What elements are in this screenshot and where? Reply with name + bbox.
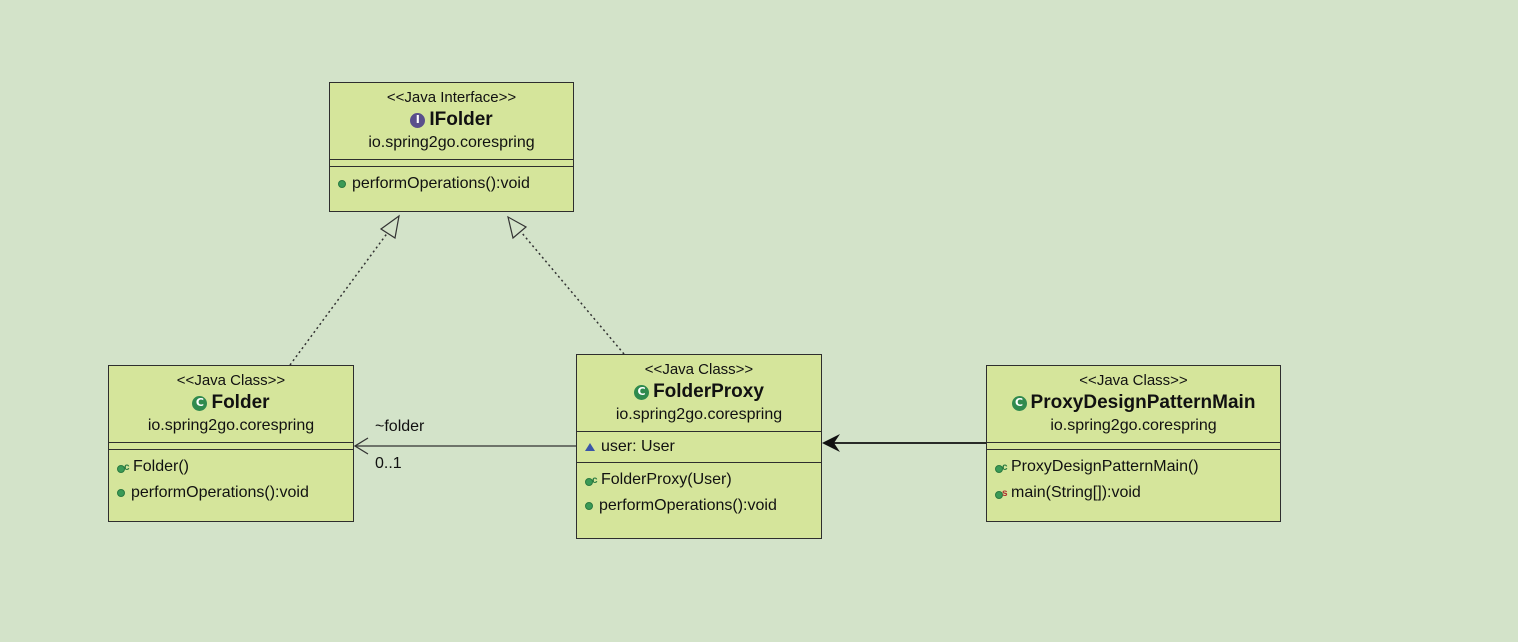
class-icon: C bbox=[192, 395, 208, 411]
public-method-icon bbox=[585, 502, 593, 510]
realization-folder-to-ifolder bbox=[289, 223, 395, 366]
method-item[interactable]: c Folder() bbox=[117, 454, 347, 480]
class-name: Folder bbox=[211, 392, 270, 413]
methods-section: performOperations():void bbox=[330, 167, 573, 202]
field-label: user: User bbox=[601, 438, 675, 455]
package-label: io.spring2go.corespring bbox=[615, 406, 783, 423]
constructor-icon: c bbox=[117, 460, 131, 474]
package-label: io.spring2go.corespring bbox=[1050, 417, 1217, 434]
method-label: performOperations():void bbox=[352, 175, 530, 192]
association-arrowhead bbox=[353, 437, 369, 455]
method-label: performOperations():void bbox=[131, 484, 309, 501]
field-item[interactable]: user: User bbox=[585, 434, 815, 460]
package-field-icon bbox=[585, 443, 595, 451]
static-method-icon: s bbox=[995, 486, 1009, 500]
methods-section: c ProxyDesignPatternMain() s main(String… bbox=[987, 450, 1280, 511]
method-item[interactable]: performOperations():void bbox=[585, 493, 815, 519]
stereotype-label: <<Java Class>> bbox=[644, 361, 754, 378]
dependency-arrowhead bbox=[822, 434, 840, 452]
method-label: main(String[]):void bbox=[1011, 484, 1141, 501]
constructor-icon: c bbox=[995, 460, 1009, 474]
stereotype-label: <<Java Interface>> bbox=[386, 89, 517, 106]
constructor-icon: c bbox=[585, 473, 599, 487]
uml-class-folder[interactable]: <<Java Class>> C Folder io.spring2go.cor… bbox=[108, 365, 354, 522]
method-item[interactable]: performOperations():void bbox=[338, 171, 567, 197]
uml-class-folderproxy[interactable]: <<Java Class>> C FolderProxy io.spring2g… bbox=[576, 354, 822, 539]
uml-interface-ifolder[interactable]: <<Java Interface>> I IFolder io.spring2g… bbox=[329, 82, 574, 212]
uml-class-proxydesignpatternmain[interactable]: <<Java Class>> C ProxyDesignPatternMain … bbox=[986, 365, 1281, 522]
class-icon: C bbox=[1011, 395, 1027, 411]
public-method-icon bbox=[117, 489, 125, 497]
association-role-label: ~folder bbox=[375, 418, 425, 435]
method-label: Folder() bbox=[133, 458, 190, 475]
method-item[interactable]: s main(String[]):void bbox=[995, 480, 1274, 506]
realization-arrowhead-folderproxy bbox=[507, 215, 528, 240]
attributes-section: user: User bbox=[577, 432, 821, 462]
package-label: io.spring2go.corespring bbox=[147, 417, 315, 434]
method-label: ProxyDesignPatternMain() bbox=[1011, 458, 1199, 475]
class-name: ProxyDesignPatternMain bbox=[1030, 392, 1256, 413]
package-label: io.spring2go.corespring bbox=[368, 134, 535, 151]
realization-folderproxy-to-ifolder bbox=[515, 225, 625, 355]
methods-section: c Folder() performOperations():void bbox=[109, 450, 353, 511]
class-icon: C bbox=[634, 384, 650, 400]
method-label: performOperations():void bbox=[599, 497, 777, 514]
association-multiplicity-label: 0..1 bbox=[375, 455, 402, 472]
realization-arrowhead-folder bbox=[379, 214, 400, 239]
method-item[interactable]: performOperations():void bbox=[117, 480, 347, 506]
class-name: IFolder bbox=[429, 109, 493, 130]
method-item[interactable]: c FolderProxy(User) bbox=[585, 467, 815, 493]
method-item[interactable]: c ProxyDesignPatternMain() bbox=[995, 454, 1274, 480]
methods-section: c FolderProxy(User) performOperations():… bbox=[577, 463, 821, 524]
method-label: FolderProxy(User) bbox=[601, 471, 732, 488]
interface-icon: I bbox=[410, 112, 426, 128]
stereotype-label: <<Java Class>> bbox=[1079, 372, 1188, 389]
stereotype-label: <<Java Class>> bbox=[176, 372, 286, 389]
public-method-icon bbox=[338, 180, 346, 188]
class-name: FolderProxy bbox=[653, 381, 764, 402]
